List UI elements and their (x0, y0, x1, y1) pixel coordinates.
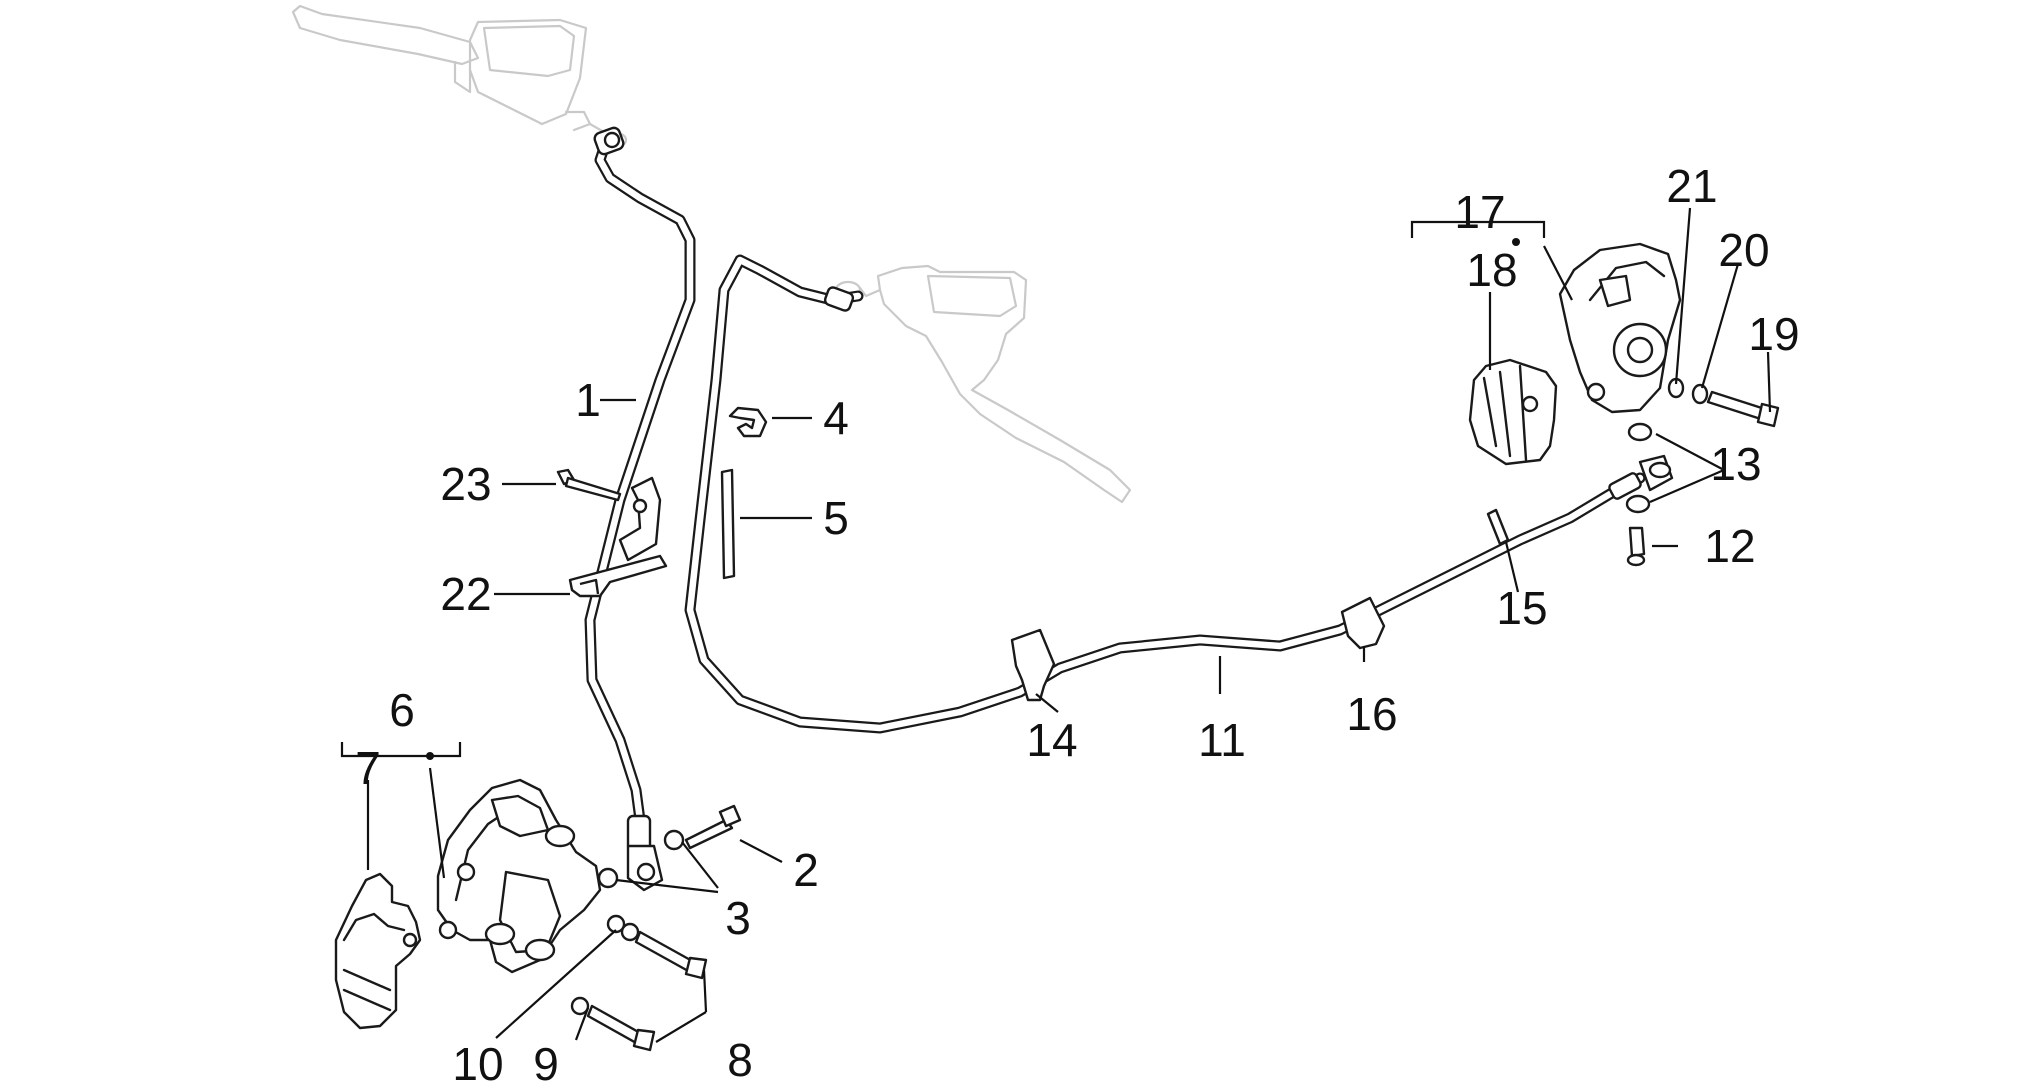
callout-10: 10 (452, 1038, 504, 1090)
callout-12: 12 (1704, 520, 1756, 572)
rear-banjo-washers-and-bolt (1625, 422, 1653, 567)
hose-clip-part (728, 406, 768, 438)
callout-20: 20 (1718, 224, 1770, 276)
callout-19: 19 (1748, 308, 1800, 360)
rear-caliper-bolt-and-washers (1667, 377, 1780, 428)
hose-holder-clip-part (1010, 628, 1056, 702)
front-brake-hose (584, 126, 696, 892)
leader-lines (340, 207, 1772, 1043)
callout-17: 17 (1454, 186, 1506, 238)
callout-7: 7 (355, 742, 381, 794)
callout-9: 9 (533, 1038, 559, 1090)
rear-brake-hose (684, 254, 1674, 734)
front-caliper-part (436, 778, 602, 974)
protective-sleeve-part (720, 468, 736, 580)
callout-11: 11 (1198, 714, 1246, 766)
callout-21: 21 (1666, 160, 1718, 212)
callout-4: 4 (823, 392, 849, 444)
hose-clamp-part (1340, 596, 1386, 650)
callout-22: 22 (440, 568, 492, 620)
front-master-cylinder-ghost (291, 4, 628, 149)
callout-16: 16 (1346, 688, 1398, 740)
banjo-washers-and-bolt (597, 804, 742, 889)
caliper-bolts-and-washers (570, 914, 708, 1052)
callout-8: 8 (727, 1034, 753, 1086)
rear-master-cylinder-ghost (818, 264, 1132, 504)
rear-caliper-part (1558, 242, 1682, 414)
callout-18: 18 (1466, 244, 1518, 296)
hose-band-part (1486, 508, 1510, 546)
callout-23: 23 (440, 458, 492, 510)
front-brake-pads-part (334, 872, 422, 1030)
rear-brake-pads-part (1468, 358, 1558, 466)
callout-13: 13 (1710, 438, 1762, 490)
callout-5: 5 (823, 492, 849, 544)
callout-6: 6 (389, 684, 415, 736)
callout-2: 2 (793, 844, 819, 896)
callout-1: 1 (575, 374, 601, 426)
callout-3: 3 (725, 892, 751, 944)
callout-14: 14 (1026, 714, 1078, 766)
callout-15: 15 (1496, 582, 1548, 634)
bracket-assembly (556, 468, 668, 598)
